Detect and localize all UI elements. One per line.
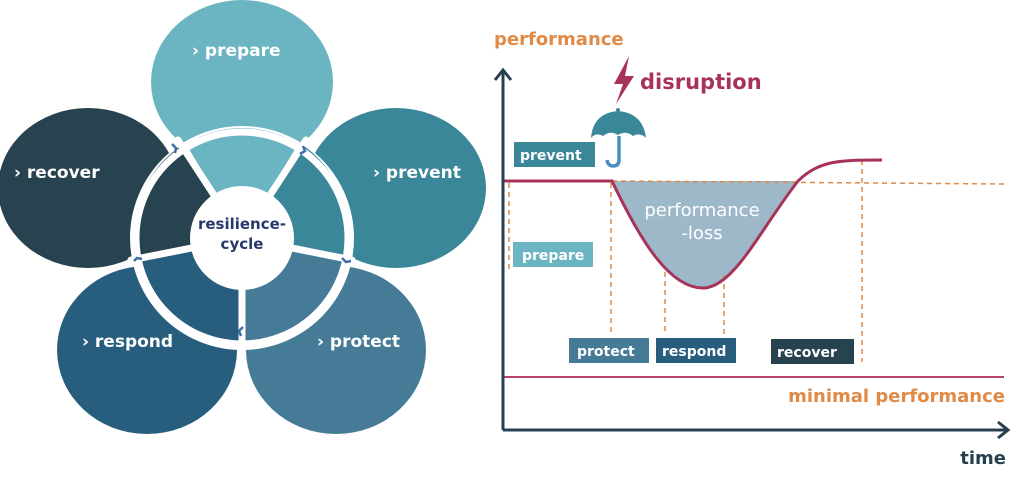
center-label-line1: resilience-	[198, 215, 286, 233]
petal-label-protect: › protect	[317, 332, 400, 352]
center-label-line2: cycle	[221, 235, 264, 253]
center-circle	[190, 186, 294, 290]
cycle-arrows	[133, 143, 352, 337]
petal-prepare	[151, 0, 333, 164]
svg-text:prevent: prevent	[520, 148, 582, 164]
phase-box-recover: recover	[771, 339, 854, 364]
disruption-label: disruption	[640, 70, 762, 94]
performance-loss-area	[612, 181, 798, 289]
resilience-cycle: resilience- cycle › prepare › prevent › …	[0, 0, 486, 434]
axes	[493, 67, 1011, 440]
performance-loss-label-line1: performance	[644, 200, 759, 221]
petal-label-prepare: › prepare	[192, 41, 281, 61]
performance-curve	[503, 158, 883, 290]
petal-label-recover: › recover	[14, 163, 100, 183]
svg-text:recover: recover	[777, 345, 837, 361]
performance-chart: performance minimal performance time dis…	[493, 29, 1011, 469]
petal-label-prevent: › prevent	[373, 163, 461, 183]
phase-box-respond: respond	[656, 338, 736, 363]
guide-lines	[508, 160, 1005, 362]
lightning-icon	[614, 56, 634, 104]
minimal-performance-label: minimal performance	[788, 386, 1005, 407]
svg-text:respond: respond	[662, 344, 726, 360]
svg-text:prepare: prepare	[522, 248, 584, 264]
umbrella-icon	[591, 108, 646, 168]
y-axis-title: performance	[494, 29, 624, 50]
x-axis-title: time	[960, 448, 1006, 469]
phase-box-prepare: prepare	[513, 242, 593, 267]
petal-label-respond: › respond	[82, 332, 173, 352]
segment-prepare	[186, 128, 298, 238]
svg-text:protect: protect	[577, 344, 635, 360]
phase-box-prevent: prevent	[514, 142, 595, 167]
phase-box-protect: protect	[569, 338, 649, 363]
performance-loss-label-line2: -loss	[681, 223, 722, 244]
